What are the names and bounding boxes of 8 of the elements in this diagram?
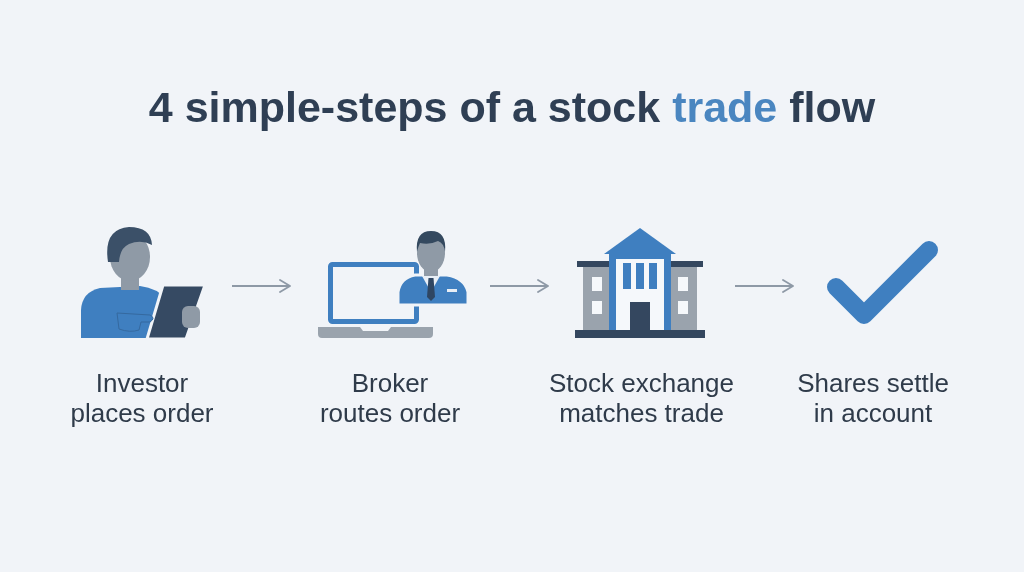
step-label: Broker routes order (318, 368, 462, 428)
step-label: Shares settle in account (796, 368, 950, 428)
title: 4 simple-steps of a stock trade flow (147, 82, 877, 133)
arrow (489, 279, 549, 293)
step-label: Investor places order (69, 368, 215, 428)
arrow (231, 279, 291, 293)
arrow (734, 279, 794, 293)
step-label: Stock exchange matches trade (548, 368, 735, 428)
